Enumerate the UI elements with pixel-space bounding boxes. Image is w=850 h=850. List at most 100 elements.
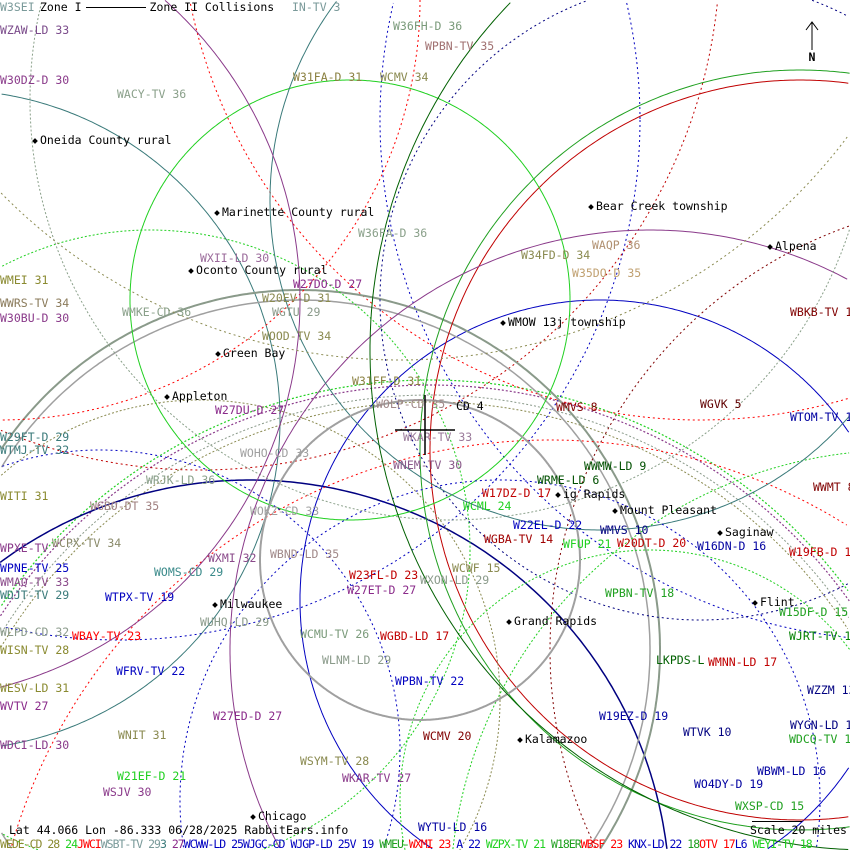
station-label[interactable]: WGBO-DT 35	[90, 499, 160, 513]
station-label[interactable]: W19FB-D 14	[789, 545, 850, 559]
station-label[interactable]: W30BU-D 30	[0, 311, 70, 325]
station-label[interactable]: WISN-TV 28	[0, 643, 70, 657]
station-label[interactable]: W22EL-D 22	[513, 518, 583, 532]
station-label[interactable]: W30DZ-D 30	[0, 73, 70, 87]
station-label[interactable]: W20DT-D 20	[617, 536, 687, 550]
station-label[interactable]: WXMI 32	[208, 551, 257, 565]
bottom-station-label[interactable]: WZPX-TV 21	[485, 837, 552, 850]
station-label[interactable]: WNIT 31	[118, 728, 167, 742]
station-label[interactable]: WPBN-TV 18	[605, 586, 675, 600]
station-label[interactable]: WJRT-TV 12	[789, 629, 850, 643]
station-label[interactable]: W17DZ-D 17	[482, 486, 552, 500]
station-label[interactable]: WOKZ-CD 33	[250, 504, 320, 518]
station-label[interactable]: WTOM-TV 16	[790, 410, 850, 424]
station-label[interactable]: WOOD-TV 34	[262, 329, 332, 343]
station-label[interactable]: WXII-LD 30	[200, 251, 270, 265]
station-label[interactable]: WOLP-CD 35	[376, 397, 446, 411]
bottom-station-label[interactable]: 18	[687, 837, 700, 850]
bottom-station-label[interactable]: WEDE-CD 28	[0, 837, 66, 850]
station-label[interactable]: WRME-LD 6	[537, 473, 600, 487]
station-label[interactable]: W19EZ-D 19	[599, 709, 669, 723]
station-label[interactable]: WACY-TV 36	[117, 87, 187, 101]
station-label[interactable]: W15DF-D 15	[779, 605, 849, 619]
station-label[interactable]: W21EF-D 21	[117, 769, 187, 783]
station-label[interactable]: WCPX-TV 34	[52, 536, 122, 550]
station-label[interactable]: W29FT-D 29	[0, 430, 70, 444]
station-label[interactable]: W16DN-D 16	[697, 539, 767, 553]
station-label[interactable]: WTPX-TV 19	[105, 590, 175, 604]
station-label[interactable]: W35DO-D 35	[572, 266, 642, 280]
station-label[interactable]: WVTV 27	[0, 699, 49, 713]
station-label[interactable]: WPBN-TV 22	[395, 674, 465, 688]
station-label[interactable]: WAQP 36	[592, 238, 641, 252]
station-label[interactable]: WMAQ-TV 33	[0, 575, 70, 589]
station-label[interactable]: WDCQ-TV 15	[789, 732, 850, 746]
station-label[interactable]: WITI 31	[0, 489, 49, 503]
station-label[interactable]: WCWF 15	[452, 561, 501, 575]
station-label[interactable]: WGBA-TV 14	[484, 532, 554, 546]
station-label[interactable]: WCMV 20	[423, 729, 472, 743]
bottom-station-label[interactable]: W18ER	[551, 837, 582, 850]
station-label[interactable]: W23FL-D 23	[349, 568, 419, 582]
station-label[interactable]: W31FA-D 31	[293, 70, 363, 84]
partial-station-label[interactable]: W3SEI	[0, 0, 35, 14]
station-label[interactable]: W34FD-D 34	[521, 248, 591, 262]
station-label[interactable]: W27ET-D 27	[347, 583, 417, 597]
station-label[interactable]: W20EV-D 31	[262, 291, 332, 305]
bottom-station-label[interactable]: OTV 17	[699, 837, 736, 850]
bottom-station-label[interactable]: WBSF 23	[580, 837, 629, 850]
station-label[interactable]: WZZM 13	[807, 683, 850, 697]
bottom-station-label[interactable]: 3	[159, 837, 172, 850]
bottom-station-label[interactable]: WXMI 23	[408, 837, 451, 850]
station-label[interactable]: WMNN-LD 17	[708, 655, 778, 669]
bottom-station-label[interactable]: WJGC-CD	[242, 837, 291, 850]
station-label[interactable]: WMVS 8	[556, 400, 598, 414]
station-label[interactable]: WYGN-LD 10	[790, 718, 850, 732]
station-label[interactable]: WCMU-TV 26	[300, 627, 370, 641]
station-label[interactable]: WKAR-TV 33	[403, 430, 473, 444]
station-label[interactable]: WNEM-TV 30	[393, 458, 463, 472]
station-label[interactable]: WBWM-LD 16	[757, 764, 827, 778]
station-label[interactable]: WLNM-LD 29	[322, 653, 392, 667]
station-label[interactable]: WDJT-TV 29	[0, 588, 70, 602]
station-label[interactable]: WMEI 31	[0, 273, 49, 287]
station-label[interactable]: WSJV 30	[103, 785, 152, 799]
bottom-station-label[interactable]: V 19	[349, 837, 380, 850]
bottom-station-label[interactable]: WCWW-LD 25	[183, 837, 244, 850]
bottom-station-label[interactable]: WEYI-TV 18	[752, 837, 812, 850]
station-label[interactable]: CD 4	[456, 399, 484, 413]
station-label[interactable]: W36FA-D 36	[358, 226, 428, 240]
bottom-station-label[interactable]: 24	[65, 837, 78, 850]
station-label[interactable]: WBND-LD 35	[270, 547, 340, 561]
bottom-station-label[interactable]: _A 22	[450, 837, 486, 850]
bottom-station-label[interactable]: KNX-LD 22	[628, 837, 688, 850]
bottom-station-label[interactable]: WJGP-LD 25	[290, 837, 350, 850]
bottom-station-label[interactable]: WMEU-	[379, 837, 410, 850]
station-label[interactable]: WWMT 8	[813, 480, 850, 494]
station-label[interactable]: WOHO-CD 33	[240, 446, 310, 460]
station-label[interactable]: WSYM-TV 28	[300, 754, 370, 768]
station-label[interactable]: W36FH-D 36	[393, 19, 463, 33]
station-label[interactable]: WMKE-CD 36	[122, 305, 192, 319]
station-label[interactable]: WGBD-LD 17	[380, 629, 450, 643]
station-label[interactable]: WESV-LD 31	[0, 681, 70, 695]
station-label[interactable]: WXON-LD 29	[420, 573, 490, 587]
station-label[interactable]: WUHQ-LD 29	[200, 615, 270, 629]
station-label[interactable]: W27ED-D 27	[213, 709, 283, 723]
station-label[interactable]: WCMV 34	[380, 70, 429, 84]
bottom-station-label[interactable]: JWCI	[77, 837, 102, 850]
station-label[interactable]: WTMJ-TV 32	[0, 443, 70, 457]
station-label[interactable]: WLPD-CD 32	[0, 625, 70, 639]
station-label[interactable]: WGTU 29	[272, 305, 321, 319]
station-label[interactable]: WO4DY-D 19	[694, 777, 764, 791]
station-label[interactable]: WFUP 21	[563, 537, 612, 551]
station-label[interactable]: WDCI-LD 30	[0, 738, 70, 752]
bottom-station-label[interactable]: WSBT-TV 29	[100, 837, 161, 850]
station-label[interactable]: WTVK 10	[683, 725, 732, 739]
station-label[interactable]: W27DO-D 27	[293, 277, 363, 291]
station-label[interactable]: WPXE-TV	[0, 541, 49, 555]
station-label[interactable]: WPNE-TV 25	[0, 561, 70, 575]
bottom-station-label[interactable]: L6	[734, 837, 753, 850]
bottom-station-label[interactable]: 27	[171, 837, 185, 850]
